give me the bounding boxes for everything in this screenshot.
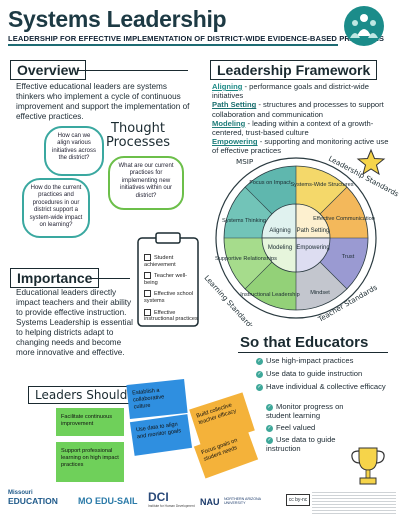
so-that-subitem: ✓Feel valued — [266, 423, 316, 432]
nau-logo: NAU NORTHERN ARIZONA UNIVERSITY — [200, 496, 261, 507]
label-inner-modeling: Modeling — [268, 245, 292, 251]
checkbox-icon — [144, 308, 151, 316]
sticky-note-green: Support professional learning on high im… — [56, 442, 124, 482]
check-circle-icon: ✓ — [266, 403, 273, 411]
importance-text: Educational leaders directly impact teac… — [16, 288, 133, 357]
sticky-note-blue: Establish a collaborative culture — [126, 379, 188, 419]
so-that-heading: So that Educators — [240, 334, 369, 351]
framework-item-path-setting: Path Setting - structures and processes … — [212, 100, 384, 119]
label-structures: Systems-Wide Structures — [290, 182, 353, 188]
check-circle-icon: ✓ — [256, 383, 263, 391]
inner-path-setting — [295, 203, 331, 239]
label-trust: Trust — [342, 254, 355, 260]
importance-heading: Importance — [10, 268, 100, 288]
checklist-item: Student achievement — [144, 254, 176, 268]
leaders-heading: Leaders Should — [28, 386, 135, 404]
missouri-education-logo: Missouri EDUCATION — [8, 490, 58, 506]
so-that-rule — [238, 352, 388, 353]
framework-item-modeling: Modeling - leading within a context of a… — [212, 118, 374, 138]
so-that-subitem: ✓Monitor progress on student learning — [266, 402, 344, 420]
thought-heading-line2: Processes — [105, 135, 171, 150]
license-fine-print — [312, 490, 396, 514]
importance-rule — [90, 278, 130, 279]
people-icon — [350, 14, 378, 38]
check-circle-icon: ✓ — [266, 436, 273, 444]
so-that-subitem: ✓Use data to guide instruction — [266, 435, 336, 453]
framework-item-empowering: Empowering - supporting and monitoring a… — [212, 137, 389, 156]
so-that-sublist: ✓Monitor progress on student learning ✓F… — [266, 402, 360, 453]
checklist: Student achievement Teacher well-being E… — [144, 254, 198, 323]
label-inner-aligning: Aligning — [269, 228, 290, 234]
page-subtitle: LEADERSHIP FOR EFFECTIVE IMPLEMENTATION … — [8, 34, 384, 43]
thought-processes-heading: Thought Processes — [98, 122, 178, 150]
inner-empowering — [295, 237, 331, 273]
inner-modeling — [261, 237, 297, 273]
so-that-item: ✓Use high-impact practices — [256, 356, 354, 365]
thought-bubble-current: What are our current practices for imple… — [108, 156, 184, 210]
thought-bubble-support: How do the current practices and procedu… — [22, 178, 90, 238]
clipboard-icon — [137, 232, 199, 327]
so-that-item: ✓Use data to guide instruction — [256, 369, 363, 378]
checklist-item: Effective instructional practices — [144, 308, 198, 323]
label-inner-empowering: Empowering — [296, 245, 329, 251]
trophy-icon — [351, 447, 385, 485]
leadership-wheel: Focus on Impact Systems-Wide Structures … — [203, 154, 400, 326]
thought-heading-line1: Thought — [111, 121, 165, 136]
sticky-note-blue: Use data to align and monitor goals — [129, 414, 193, 456]
so-that-list: ✓Use high-impact practices ✓Use data to … — [256, 356, 390, 395]
creative-commons-badge: cc by-nc — [286, 494, 310, 506]
mo-edu-sail-logo: MO EDU-SAIL — [78, 496, 138, 506]
so-that-item: ✓Have individual & collective efficacy — [256, 382, 386, 391]
label-communication: Effective Communication — [313, 216, 375, 222]
checklist-item: Effective school systems — [144, 290, 194, 304]
label-thinking: Systems Thinking — [222, 218, 266, 224]
sticky-note-green: Facilitate continuous improvement — [56, 408, 124, 436]
title-underline — [8, 44, 338, 46]
label-msip: MSIP — [236, 157, 254, 166]
overview-rule — [78, 70, 188, 71]
label-instructional: Instructional Leadership — [240, 292, 299, 298]
inner-aligning — [261, 203, 297, 239]
overview-heading: Overview — [10, 60, 87, 80]
overview-text: Effective educational leaders are system… — [16, 82, 190, 121]
leadership-logo — [344, 6, 384, 46]
label-focus: Focus on Impact — [249, 180, 291, 186]
thought-bubble-align: How can we align various initiatives acr… — [44, 126, 104, 176]
framework-list: Aligning - performance goals and distric… — [212, 82, 390, 156]
star-icon — [356, 148, 386, 176]
checkbox-icon — [144, 272, 151, 280]
check-circle-icon: ✓ — [256, 370, 263, 378]
framework-heading: Leadership Framework — [210, 60, 378, 80]
checklist-item: Teacher well-being — [144, 272, 187, 286]
label-inner-path: Path Setting — [297, 228, 330, 234]
check-circle-icon: ✓ — [256, 357, 263, 365]
label-supportive: Supportive Relationships — [215, 256, 277, 262]
checkbox-icon — [144, 254, 151, 261]
label-mindset: Mindset — [310, 290, 330, 296]
check-circle-icon: ✓ — [266, 424, 273, 432]
page-title: Systems Leadership — [8, 6, 227, 32]
dci-logo: DCI Institute for Human Development — [148, 490, 195, 508]
checkbox-icon — [144, 290, 151, 298]
framework-item-aligning: Aligning - performance goals and distric… — [212, 82, 369, 101]
